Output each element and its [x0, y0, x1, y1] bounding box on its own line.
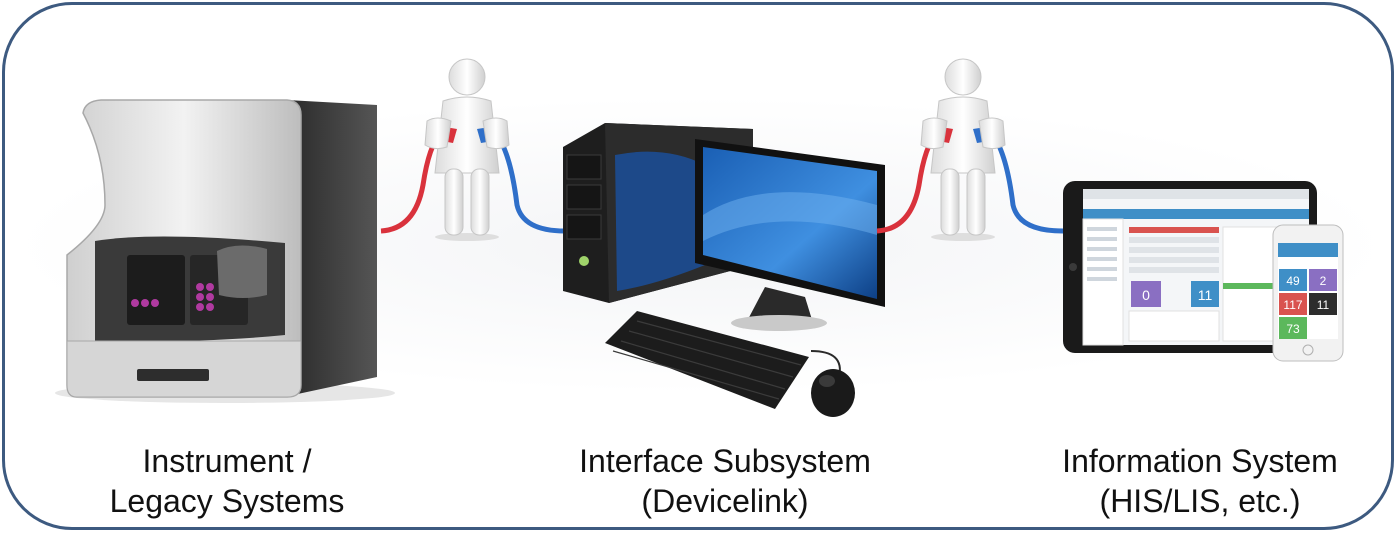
- blue-cable-left: [494, 133, 566, 234]
- sample-tubes: [131, 283, 214, 311]
- label-interface-line1: Interface Subsystem: [579, 443, 871, 479]
- tablet-stat-tile: [1131, 281, 1161, 307]
- monitor-stand: [745, 287, 813, 325]
- diagram-frame: 0 11 49 2 117 11 73 Instrument / Lega: [2, 2, 1394, 530]
- mouse: [811, 369, 855, 417]
- phone-stat-value: 117: [1283, 298, 1302, 312]
- diagram-illustration: 0 11 49 2 117 11 73: [55, 58, 1344, 417]
- label-interface-line2: (Devicelink): [641, 483, 809, 519]
- label-instrument: Instrument / Legacy Systems: [17, 441, 437, 521]
- tablet-home-button: [1069, 263, 1077, 271]
- tablet-stat-value: 0: [1142, 287, 1150, 303]
- monitor-screen: [703, 147, 877, 299]
- left-connector-figure: [380, 58, 566, 241]
- blue-cable-right: [990, 133, 1064, 234]
- phone-stat-value: 2: [1320, 274, 1327, 288]
- phone: 49 2 117 11 73: [1272, 224, 1344, 362]
- instrument-nameplate: [137, 369, 209, 381]
- instrument-arm: [217, 245, 267, 298]
- label-interface: Interface Subsystem (Devicelink): [515, 441, 935, 521]
- person-torso: [930, 96, 996, 174]
- phone-stat-value: 11: [1317, 298, 1330, 312]
- instrument-side-panel: [287, 100, 377, 395]
- label-information: Information System (HIS/LIS, etc.): [990, 441, 1391, 521]
- label-instrument-line2: Legacy Systems: [109, 483, 345, 519]
- phone-home-button: [1302, 344, 1314, 356]
- power-led-icon: [579, 256, 589, 266]
- tablet: 0 11: [1063, 181, 1317, 353]
- person-head: [448, 58, 486, 96]
- label-information-line2: (HIS/LIS, etc.): [1099, 483, 1301, 519]
- tablet-stat-tile: [1191, 281, 1219, 307]
- keyboard: [605, 311, 809, 409]
- person-head: [944, 58, 982, 96]
- right-connector-figure: [876, 58, 1064, 241]
- keyboard-keys: [612, 320, 802, 400]
- label-instrument-line1: Instrument /: [142, 443, 312, 479]
- phone-stat-value: 73: [1286, 322, 1300, 336]
- phone-stat-value: 49: [1286, 274, 1300, 288]
- label-information-line1: Information System: [1062, 443, 1338, 479]
- tablet-stat-value: 11: [1198, 287, 1213, 303]
- instrument-device: [55, 99, 395, 403]
- person-torso: [434, 96, 500, 174]
- computer: [563, 123, 885, 417]
- tower-glass-panel: [615, 151, 705, 291]
